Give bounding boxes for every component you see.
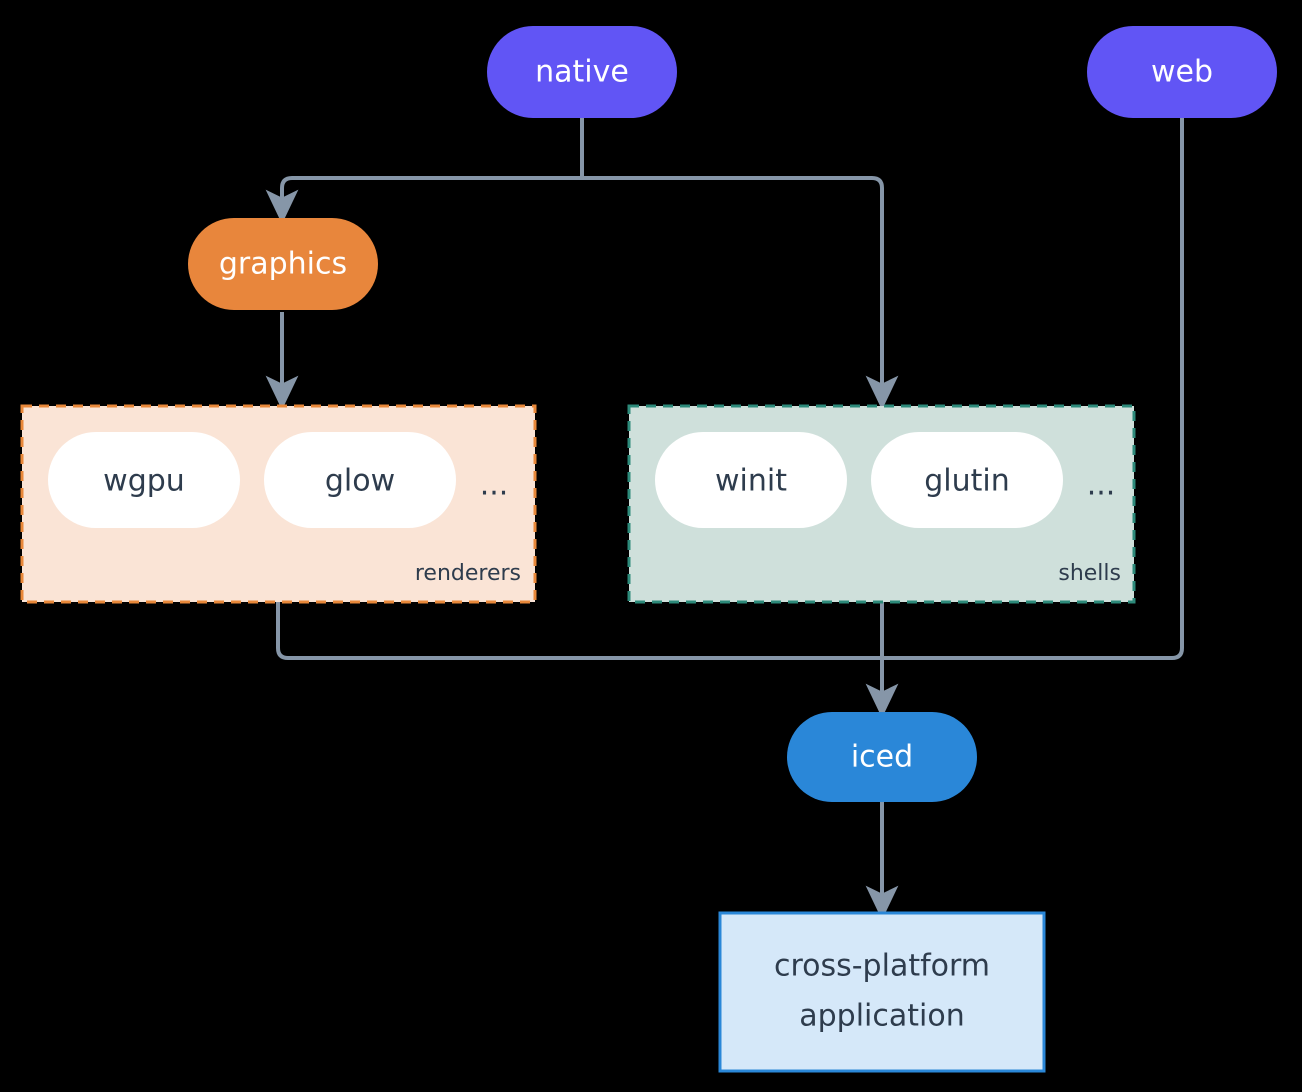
node-application[interactable]: cross-platform application bbox=[718, 911, 1046, 1073]
web-pill[interactable] bbox=[1087, 26, 1277, 118]
native-pill[interactable] bbox=[487, 26, 677, 118]
glutin-label: glutin bbox=[924, 464, 1010, 499]
iced-pill[interactable] bbox=[787, 712, 977, 802]
shells-overflow-ellipsis: ... bbox=[1087, 468, 1116, 503]
renderers-overflow-ellipsis: ... bbox=[480, 468, 509, 503]
winit-pill[interactable] bbox=[655, 432, 847, 528]
edge-native-to-graphics bbox=[265, 176, 582, 224]
group-renderers: wgpu glow ... renderers bbox=[20, 404, 537, 604]
renderers-item-glow[interactable]: glow bbox=[264, 432, 456, 528]
application-label-line2: application bbox=[799, 999, 964, 1034]
glow-pill[interactable] bbox=[264, 432, 456, 528]
node-native[interactable]: native bbox=[487, 26, 677, 118]
graphics-label: graphics bbox=[219, 247, 347, 282]
wgpu-label: wgpu bbox=[103, 464, 185, 499]
node-web[interactable]: web bbox=[1087, 26, 1277, 118]
glow-label: glow bbox=[325, 464, 395, 499]
edge-native-to-shells bbox=[582, 176, 899, 410]
node-iced[interactable]: iced bbox=[787, 712, 977, 802]
renderers-group-label: renderers bbox=[415, 561, 521, 586]
web-label: web bbox=[1151, 55, 1213, 90]
shells-item-glutin[interactable]: glutin bbox=[871, 432, 1063, 528]
shells-item-winit[interactable]: winit bbox=[655, 432, 847, 528]
shells-group-label: shells bbox=[1058, 561, 1121, 586]
edge-renderers-to-iced bbox=[276, 602, 882, 660]
wgpu-pill[interactable] bbox=[48, 432, 240, 528]
application-label-line1: cross-platform bbox=[774, 949, 990, 984]
renderers-item-wgpu[interactable]: wgpu bbox=[48, 432, 240, 528]
edge-web-to-iced bbox=[882, 118, 1184, 660]
application-box[interactable] bbox=[718, 911, 1046, 1073]
glutin-pill[interactable] bbox=[871, 432, 1063, 528]
connector-layer bbox=[265, 118, 1184, 920]
winit-label: winit bbox=[715, 464, 787, 499]
group-shells: winit glutin ... shells bbox=[627, 404, 1136, 604]
native-label: native bbox=[535, 55, 629, 90]
iced-label: iced bbox=[851, 740, 913, 775]
graphics-pill[interactable] bbox=[188, 218, 378, 310]
node-graphics[interactable]: graphics bbox=[188, 218, 378, 310]
